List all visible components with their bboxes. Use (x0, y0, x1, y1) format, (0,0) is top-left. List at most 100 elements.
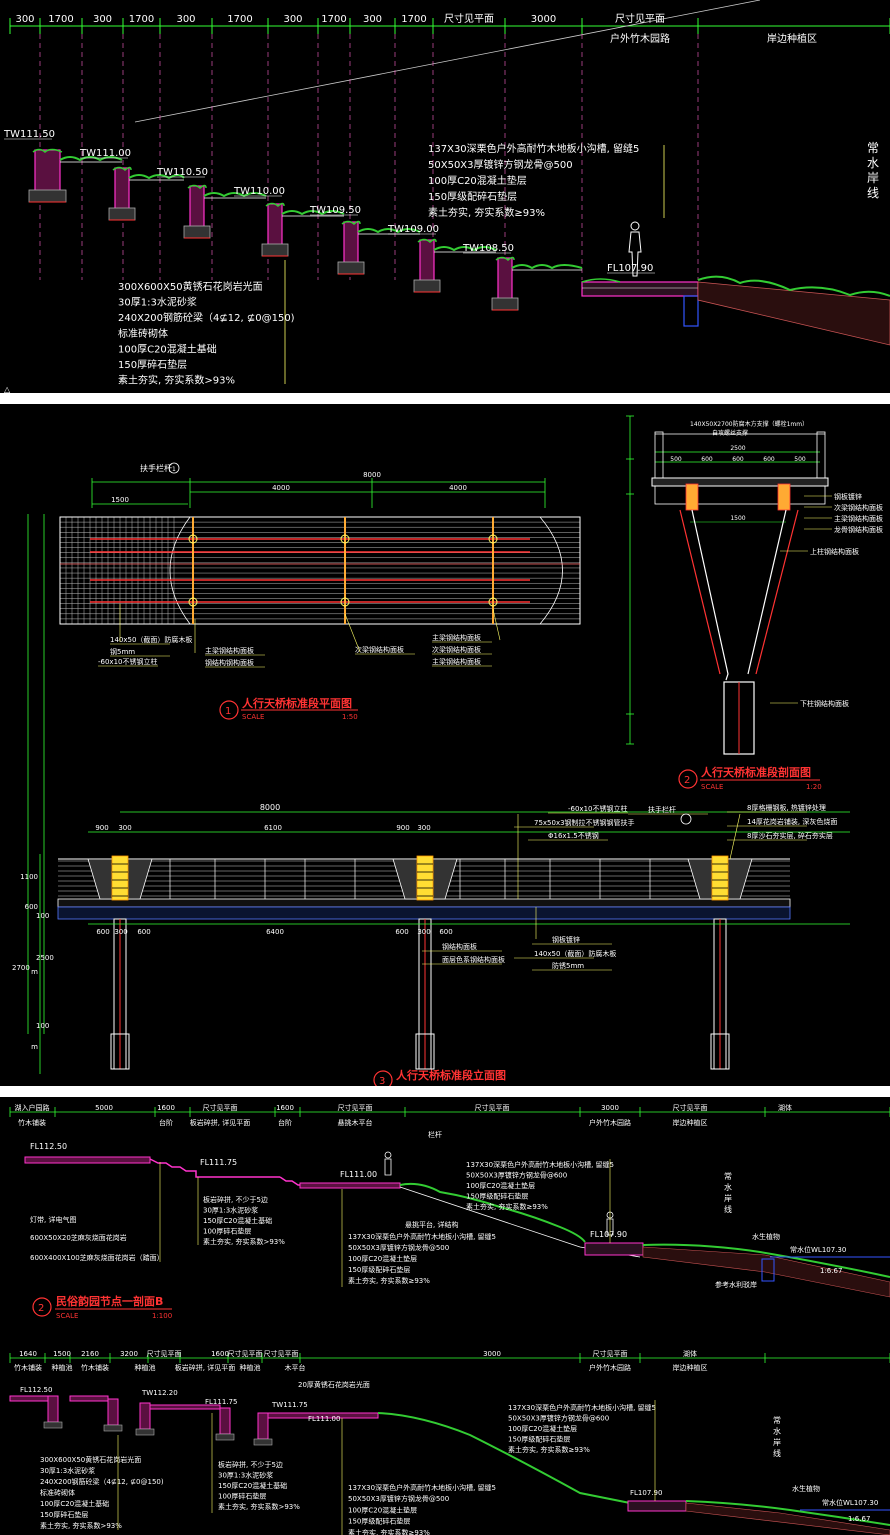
dimension-label: 尺寸见平面 (228, 1349, 263, 1358)
zone-label: 岸边种植区 (673, 1118, 708, 1127)
dimension-label: m (31, 968, 38, 976)
detail-marker (680, 813, 692, 825)
wall-footing (43, 1421, 63, 1429)
note-line: 150厚级配碎石垫层 (508, 1435, 570, 1444)
dimension-label: 1700 (48, 14, 73, 25)
note-line: 素土夯实, 夯实系数≥93% (348, 1528, 430, 1535)
deck-platform (267, 1412, 379, 1419)
note-line: 150厚级配碎石垫层 (348, 1517, 410, 1526)
dimension-label: 300 (93, 14, 112, 25)
dimension-label: 600 (137, 928, 150, 936)
callout-label: 悬挑平台, 详结构 (405, 1220, 458, 1229)
wall-footing (337, 261, 365, 275)
column-arm (755, 509, 799, 675)
main-girder (57, 906, 791, 920)
dimension-label: 300 (363, 14, 382, 25)
note-line: 137X30深栗色户外高耐竹木地板小沟槽, 留缝5 (348, 1232, 496, 1241)
dimension-label: 尺寸见平面 (673, 1103, 708, 1112)
dimension-label: 尺寸见平面 (615, 12, 665, 25)
column-arm (691, 509, 729, 681)
note-line: 300X600X50黄锈石花岗岩光面 (40, 1455, 141, 1464)
dimension-label: 湖入户园路 (15, 1103, 50, 1112)
note-line: 素土夯实, 夯实系数≥93% (348, 1276, 430, 1285)
note-line: 137X30深栗色户外高耐竹木地板小沟槽, 留缝5 (348, 1483, 496, 1492)
wall-column (343, 221, 359, 265)
dimension-label: 2500 (36, 954, 54, 962)
callout-label: 20厚黄锈石花岗岩光面 (298, 1380, 370, 1389)
note-line: 素土夯实, 夯实系数≥93% (508, 1445, 590, 1454)
deck-outline (59, 516, 581, 625)
deck-slab (651, 477, 829, 487)
grass-tuft (32, 148, 63, 153)
dimension-label: 3000 (531, 14, 556, 25)
dimension-label: 1500 (730, 515, 745, 522)
wall-column (107, 1398, 119, 1426)
grass-line (281, 210, 345, 216)
grass-line (697, 275, 890, 297)
railing-post (654, 431, 664, 481)
path-section (627, 1500, 687, 1512)
level-label: FL111.00 (308, 1415, 340, 1423)
zone-label: 板岩碎拼, 详见平面 (175, 1363, 235, 1372)
shoreline-char: 线 (867, 186, 879, 200)
callout-label: 防锈5mm (552, 961, 584, 970)
dimension-label: 300 (15, 14, 34, 25)
level-labels: TW111.50TW111.00TW110.50TW110.00TW109.50… (3, 129, 655, 274)
callout-label: 面层色系钢结构面板 (442, 955, 505, 964)
svg-text:1: 1 (172, 466, 176, 473)
note-line: 240X200钢筋砼梁（4⊈12, ⊈0@150) (118, 311, 295, 324)
wall-column (47, 1395, 59, 1423)
zone-label: 户外竹木园路 (610, 32, 670, 45)
section-b-title: 2 民俗韵园节点一剖面B SCALE 1:100 (32, 1294, 172, 1320)
dimension-label: 500 (670, 456, 682, 463)
dimension-label: 100 (36, 1022, 49, 1030)
callout-label: -60x10不锈钢立柱 (568, 804, 627, 813)
level-label: FL112.50 (30, 1142, 67, 1151)
callout-label: 次梁钢结构面板 (432, 645, 481, 654)
wall-footing (108, 207, 136, 221)
water-structure (761, 1258, 775, 1282)
zone-label: 竹木铺装 (14, 1363, 42, 1372)
svg-text:3: 3 (379, 1076, 385, 1086)
callout-label: 主梁钢结构面板 (432, 633, 481, 642)
wall-column (34, 149, 61, 193)
guide-lines (39, 34, 699, 280)
note-line: 150厚碎石垫层 (40, 1510, 88, 1519)
dimension-label: 600 (732, 456, 744, 463)
note-line: 240X200钢筋砼梁（4⊈12, ⊈0@150) (40, 1477, 164, 1486)
reference-line (134, 0, 761, 123)
callout-label: 钢板镀锌 (834, 492, 862, 501)
column-arm (747, 509, 787, 675)
dimension-label: 1600 (276, 1104, 294, 1112)
pier-base (415, 1033, 435, 1070)
callout-label: 参考水利驳岸 (715, 1280, 757, 1289)
grass-line (128, 174, 185, 180)
note-line: 300X600X50黄锈石花岗岩光面 (118, 280, 263, 293)
note-line: 30厚1:3水泥砂浆 (218, 1471, 273, 1480)
zone-label: 悬挑木平台 (338, 1118, 373, 1127)
callout-label: 140x50（截面）防腐木板 (534, 949, 616, 958)
zone-label: 种植池 (135, 1363, 156, 1372)
note-line: 137X30深栗色户外高耐竹木地板小沟槽, 留缝5 (466, 1160, 614, 1169)
note-line: 标准砖砌体 (40, 1488, 75, 1497)
terrace-steps (28, 148, 583, 311)
dimension-label: 尺寸见平面 (203, 1103, 238, 1112)
callout-label: 8厚格栅钢板, 热镀锌处理 (747, 803, 826, 812)
grass-tuft (187, 184, 207, 189)
person-figure-icon (384, 1151, 392, 1176)
note-line: 150厚级配碎石垫层 (348, 1265, 410, 1274)
leader-line (492, 608, 501, 641)
curved-edge (169, 516, 191, 625)
callout-label: 主梁钢结构面板 (432, 657, 481, 666)
dimension-label: 8000 (363, 471, 381, 479)
dimension-label: 2500 (730, 445, 745, 452)
dimension-label: 2700 (12, 964, 30, 972)
note-line: 600X400X100芝麻灰烧面花岗岩（踏面） (30, 1253, 164, 1262)
zone-label: 竹木铺装 (81, 1363, 109, 1372)
